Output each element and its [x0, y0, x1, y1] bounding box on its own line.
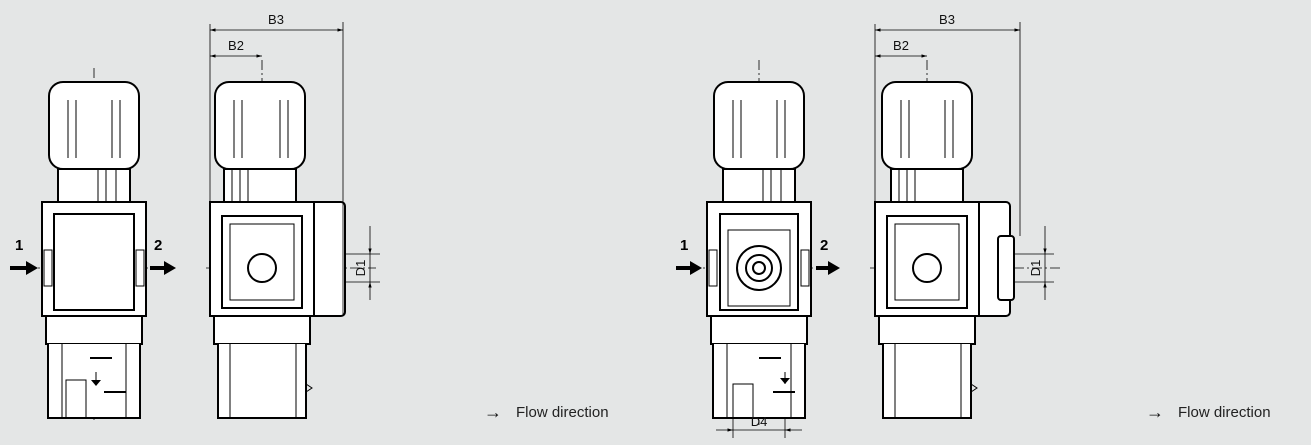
right-dim-d4: D4 — [716, 414, 802, 438]
left-b2-label: B2 — [228, 38, 244, 53]
right-port-inlet: 1 — [676, 237, 702, 275]
right-dim-b3: B3 — [874, 12, 1021, 236]
left-port-2-label: 2 — [154, 237, 162, 254]
left-dim-b3: B3 — [209, 12, 344, 316]
right-legend: → Flow direction — [1146, 402, 1271, 423]
legend-text: Flow direction — [516, 404, 609, 421]
left-port-inlet: 1 — [10, 237, 38, 275]
left-dim-b2: B2 — [210, 38, 262, 58]
right-d4-label: D4 — [751, 414, 768, 429]
right-front-view — [690, 60, 830, 425]
right-d1-label: D1 — [1028, 260, 1043, 277]
right-port-outlet: 2 — [816, 237, 840, 275]
arrow-right-icon: → — [1146, 402, 1164, 422]
right-side-view — [870, 60, 1060, 420]
right-b3-label: B3 — [939, 12, 955, 27]
right-dim-b2: B2 — [875, 38, 927, 58]
arrow-right-icon: → — [484, 402, 502, 422]
legend-text: Flow direction — [1178, 404, 1271, 421]
left-d1-label: D1 — [353, 260, 368, 277]
left-legend: → Flow direction — [484, 402, 609, 423]
left-port-outlet: 2 — [150, 237, 176, 275]
right-dim-d1: D1 — [1014, 226, 1054, 300]
left-port-1-label: 1 — [15, 237, 23, 254]
left-side-view — [206, 60, 376, 420]
left-dim-d1: D1 — [345, 226, 380, 300]
right-port-2-label: 2 — [820, 237, 828, 254]
right-port-1-label: 1 — [680, 237, 688, 254]
right-b2-label: B2 — [893, 38, 909, 53]
left-front-view — [25, 68, 170, 420]
left-b3-label: B3 — [268, 12, 284, 27]
